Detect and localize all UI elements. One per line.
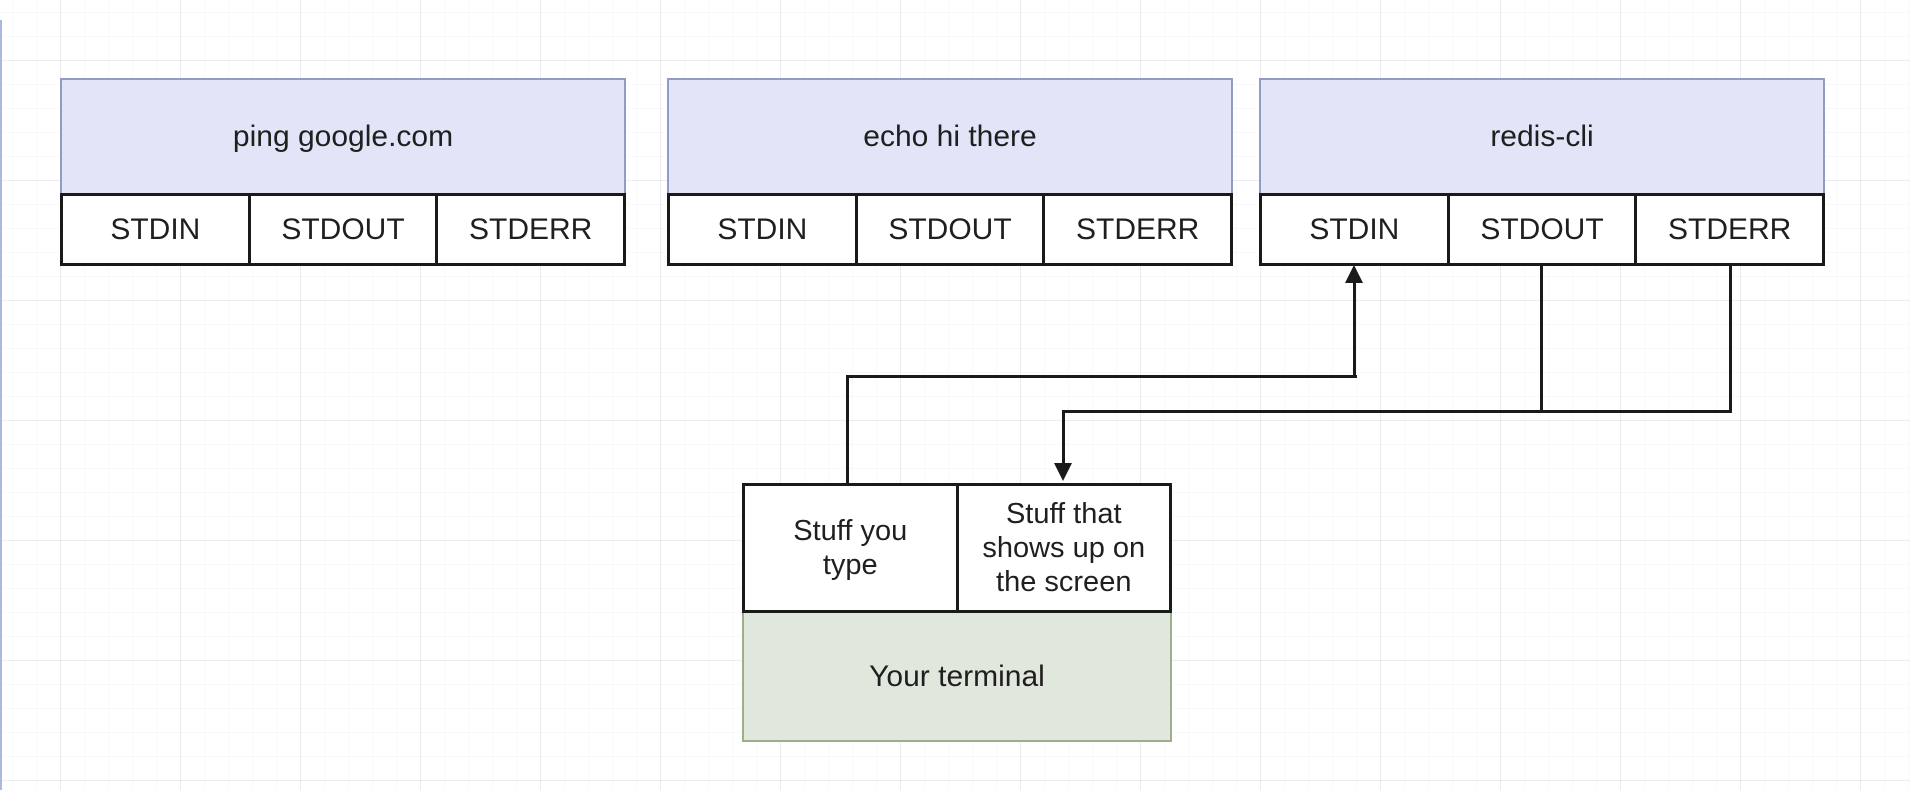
connector-input-horizontal xyxy=(846,375,1357,378)
connector-stdout-vertical xyxy=(1540,266,1543,413)
stdin-cell-ping: STDIN xyxy=(60,193,251,266)
connector-input-vertical-from-terminal xyxy=(846,375,849,483)
process-box-ping: ping google.com STDIN STDOUT STDERR xyxy=(60,78,627,266)
connector-stderr-vertical xyxy=(1729,266,1732,413)
stream-row: STDIN STDOUT STDERR xyxy=(667,193,1234,266)
process-title-echo: echo hi there xyxy=(667,78,1233,193)
stderr-cell-redis: STDERR xyxy=(1634,193,1826,266)
connector-output-vertical-to-terminal xyxy=(1062,410,1065,466)
process-title-ping: ping google.com xyxy=(60,78,626,193)
left-edge-artifact xyxy=(0,20,2,790)
terminal-output-cell: Stuff that shows up on the screen xyxy=(955,483,1172,613)
connector-output-horizontal xyxy=(1062,410,1732,413)
stdout-cell-redis: STDOUT xyxy=(1446,193,1638,266)
stdin-cell-echo: STDIN xyxy=(667,193,858,266)
process-box-redis-cli: redis-cli STDIN STDOUT STDERR xyxy=(1259,78,1826,266)
stream-row: STDIN STDOUT STDERR xyxy=(1259,193,1826,266)
terminal-title: Your terminal xyxy=(742,611,1172,742)
process-title-redis-cli: redis-cli xyxy=(1259,78,1825,193)
terminal-box: Stuff you type Stuff that shows up on th… xyxy=(742,483,1172,742)
stderr-cell-ping: STDERR xyxy=(435,193,627,266)
stdin-cell-redis: STDIN xyxy=(1259,193,1450,266)
stdout-cell-echo: STDOUT xyxy=(854,193,1046,266)
arrow-up-head-stdin xyxy=(1345,265,1363,283)
arrow-down-head-terminal-output xyxy=(1054,463,1072,481)
connector-input-vertical-to-stdin xyxy=(1353,281,1356,378)
process-box-echo: echo hi there STDIN STDOUT STDERR xyxy=(667,78,1234,266)
stderr-cell-echo: STDERR xyxy=(1042,193,1234,266)
terminal-input-cell: Stuff you type xyxy=(742,483,959,613)
stream-row: STDIN STDOUT STDERR xyxy=(60,193,627,266)
stdout-cell-ping: STDOUT xyxy=(247,193,439,266)
terminal-cells-row: Stuff you type Stuff that shows up on th… xyxy=(742,483,1172,613)
